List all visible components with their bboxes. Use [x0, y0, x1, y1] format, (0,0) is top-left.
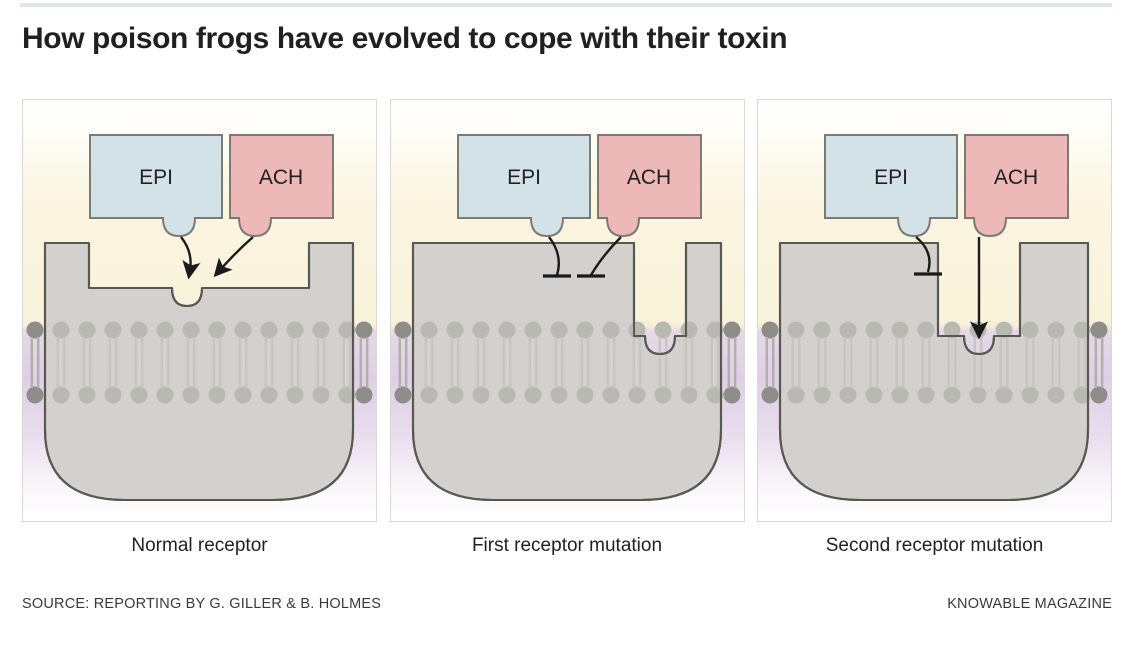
ach-binding-arrow: [213, 236, 254, 278]
epi-binding-arrow: [180, 236, 201, 280]
caption-panel-3: Second receptor mutation: [825, 535, 1044, 556]
caption-panel-1: Normal receptor: [131, 535, 268, 556]
epi-label: EPI: [507, 166, 541, 189]
lipid-bilayer: [26, 321, 373, 404]
diagram-panels: EPI ACH: [22, 99, 1112, 522]
panel-normal-receptor: EPI ACH: [22, 99, 377, 522]
top-accent-bar: [20, 3, 1112, 7]
caption-panel-2: First receptor mutation: [471, 535, 663, 556]
molecule-epi: EPI: [824, 134, 958, 238]
epi-label: EPI: [874, 166, 908, 189]
molecule-epi: EPI: [89, 134, 223, 238]
panel-first-receptor-mutation: EPI ACH: [389, 99, 745, 522]
lipid-lower-leaflet: [761, 357, 1108, 404]
receptor-outline: [778, 241, 1090, 502]
source-credit: SOURCE: REPORTING BY G. GILLER & B. HOLM…: [22, 596, 382, 612]
panel-second-receptor-mutation: EPI ACH: [757, 99, 1112, 522]
panel-captions: Normal receptor First receptor mutation …: [22, 524, 1112, 568]
epi-inhibition-arrow: [542, 236, 571, 278]
panel-3-graphic: EPI ACH: [761, 134, 1108, 502]
molecule-ach: ACH: [229, 134, 334, 238]
panel-1-graphic: EPI ACH: [26, 134, 373, 502]
footer: SOURCE: REPORTING BY G. GILLER & B. HOLM…: [22, 596, 1112, 612]
molecule-ach: ACH: [596, 134, 702, 238]
ach-label: ACH: [994, 166, 1038, 189]
epi-inhibition-arrow: [914, 236, 942, 276]
lipid-lower-leaflet: [394, 357, 740, 404]
receptor-outline: [411, 241, 722, 502]
lipid-bilayer: [761, 321, 1108, 404]
page-title: How poison frogs have evolved to cope wi…: [22, 22, 788, 55]
ach-label: ACH: [259, 166, 303, 189]
epi-label: EPI: [139, 166, 173, 189]
ach-inhibition-arrow: [576, 236, 622, 278]
panel-2-graphic: EPI ACH: [394, 134, 740, 502]
receptor-outline: [43, 241, 355, 502]
molecule-epi: EPI: [456, 134, 591, 238]
molecule-ach: ACH: [964, 134, 1069, 238]
publication-credit: KNOWABLE MAGAZINE: [947, 596, 1112, 612]
ach-label: ACH: [626, 166, 670, 189]
lipid-lower-leaflet: [26, 357, 373, 404]
